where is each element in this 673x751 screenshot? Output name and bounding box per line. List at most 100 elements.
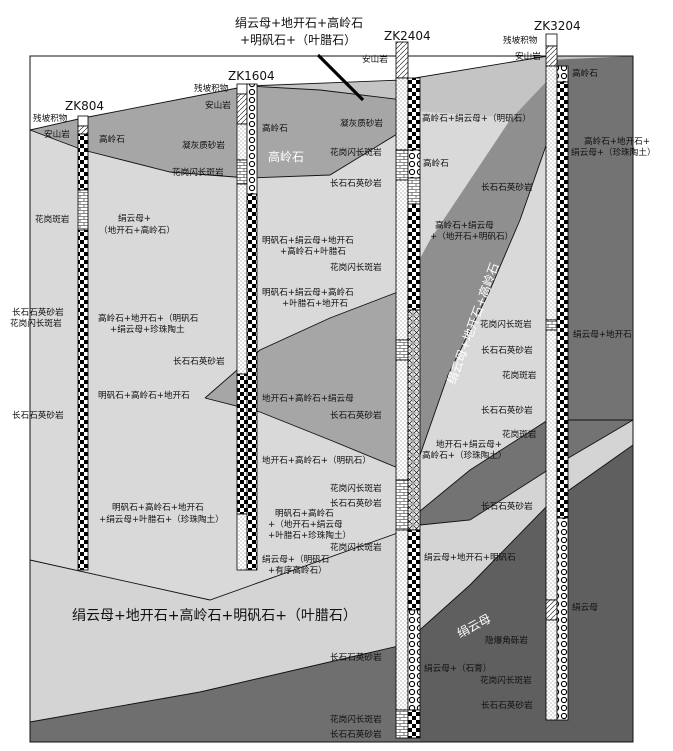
zk1604-residual: 残坡积物 <box>194 82 229 94</box>
zk2404-min5c: +叶腊石+珍珠陶土） <box>268 529 351 541</box>
zk1604-tuff: 凝灰质砂岩 <box>182 139 225 151</box>
zone-kaolinite <box>30 86 420 178</box>
borehole-zk804 <box>77 115 89 571</box>
zk1604-min1b: +高岭石+叶腊石 <box>280 245 346 257</box>
zk2404-segment-bricks3 <box>395 479 409 531</box>
zk3204-min3a: 地开石+绢云母+ <box>436 438 502 450</box>
zk804-residual: 残坡积物 <box>33 112 68 124</box>
zk2404-col2-crosses <box>407 309 421 531</box>
zk3204-qz-ss4: 长石石英砂岩 <box>481 500 533 512</box>
zk3204-segment-andesite <box>545 45 558 67</box>
zk2404-segment-bricks1 <box>395 149 409 181</box>
zk3204-granite: 花岗斑岩 <box>502 369 537 381</box>
zk2404-segment-bricks2 <box>395 339 409 361</box>
zk2404-min6b: +有序高岭石） <box>268 564 327 576</box>
zk2404-min6a: 绢云母+（明矾石 <box>262 553 330 565</box>
zk2404-granodiorite: 花岗闪长斑岩 <box>330 146 382 158</box>
zk3204-granodiorite2: 花岗闪长斑岩 <box>480 674 532 686</box>
zk2404-col2-checker2 <box>407 203 421 311</box>
zk804-label: ZK804 <box>65 99 104 113</box>
zk2404-segment-dots3 <box>395 359 409 481</box>
zone-sericite <box>30 440 633 742</box>
zk1604-andesite: 安山岩 <box>205 99 231 111</box>
zk804-segment-checker1 <box>77 133 89 191</box>
zk1604-wedge: 明矾石+高岭石+地开石 <box>98 389 190 401</box>
zk2404-col2-bricks <box>407 177 421 205</box>
zk3204-segment-dots2 <box>545 329 558 601</box>
zk3204-qz-ss3: 长石石英砂岩 <box>481 404 533 416</box>
zk3204-granite2: 花岗斑岩 <box>502 428 537 440</box>
zk2404-granodiorite2: 花岗闪长斑岩 <box>330 261 382 273</box>
zk1604-min3b: +绢云母+叶腊石+（珍珠陶土） <box>99 513 224 525</box>
zk1604-col2-checker <box>246 193 258 571</box>
zk2404-min5b: +（地开石+绢云母 <box>268 518 343 530</box>
zk3204-col2-checker <box>556 81 569 519</box>
zk804-qz-ss: 长石石英砂岩 <box>12 306 64 318</box>
zk3204-qz-ss: 长石石英砂岩 <box>481 181 533 193</box>
zone-bottom-band <box>30 645 420 742</box>
zk1604-segment-bricks <box>236 159 248 185</box>
zk2404-segment-dots2 <box>395 179 409 341</box>
zk1604-qz-ss: 长石石英砂岩 <box>173 355 225 367</box>
zk2404-qz-ss2: 长石石英砂岩 <box>330 409 382 421</box>
zk1604-col2-circles <box>246 83 258 195</box>
zk3204-min3b: 高岭石+（珍珠陶土） <box>422 449 507 461</box>
zk2404-min3: 地开石+高岭石+绢云母 <box>262 392 354 404</box>
zk3204-qz-ss2: 长石石英砂岩 <box>481 344 533 356</box>
zk1604-kaolinite: 高岭石 <box>262 122 288 134</box>
zk2404-col2-circles <box>407 149 421 179</box>
zk2404-min2b: +（地开石+明矾石） <box>430 230 513 242</box>
zk804-segment-checker2 <box>77 229 89 571</box>
borehole-zk3204 <box>545 33 569 721</box>
zk804-kaolinite: 高岭石 <box>99 133 125 145</box>
zk804-andesite: 安山岩 <box>44 128 70 140</box>
zk2404-segment-dots4 <box>395 529 409 711</box>
zk3204-kaolinite: 高岭石 <box>572 67 598 79</box>
zone-label-kaolinite: 高岭石 <box>268 149 304 164</box>
zk804-segment-bricks <box>77 189 89 231</box>
zk3204-qz-ss5: 长石石英砂岩 <box>481 699 533 711</box>
zk3204-granodiorite: 花岗闪长斑岩 <box>480 318 532 330</box>
zk3204-segment-hatch <box>545 599 558 621</box>
zk2404-tuff: 凝灰质砂岩 <box>340 117 383 129</box>
zk3204-breccia: 隐爆角砾岩 <box>485 634 528 646</box>
zk2404-col2-circles2 <box>407 609 421 711</box>
zk2404-segment-bricks4 <box>395 709 409 739</box>
zk2404-col2-checker4 <box>407 709 421 739</box>
zk804-min1b: （地开石+高岭石） <box>99 224 175 236</box>
zk3204-andesite: 安山岩 <box>515 50 541 62</box>
zk804-min2b: +绢云母+珍珠陶土 <box>110 323 185 335</box>
zk3204-col2-circles <box>556 65 569 83</box>
zk804-min2a: 高岭石+地开石+（明矾石 <box>98 312 199 324</box>
zones <box>30 56 633 742</box>
zk2404-segment-andesite <box>395 41 409 79</box>
callout-line1: 绢云母+地开石+高岭石 <box>235 15 363 30</box>
zk1604-segment-andesite <box>236 93 248 125</box>
zk3204-segment-bricks1 <box>545 319 558 331</box>
zk3204-label: ZK3204 <box>534 19 581 33</box>
zk3204-segment-top <box>545 33 558 47</box>
zk2404-min7: 绢云母+地开石+明矾石 <box>424 551 516 563</box>
zk1604-segment-dots2 <box>236 513 248 571</box>
zk804-qz-ss2: 长石石英砂岩 <box>12 409 64 421</box>
zk2404-segment-dots1 <box>395 77 409 151</box>
zk1604-label: ZK1604 <box>228 69 275 83</box>
zk3204-sericite: 绢云母 <box>572 601 598 613</box>
callout-line2: +明矾石+（叶腊石） <box>240 33 356 47</box>
zk1604-segment-dots <box>236 183 248 375</box>
zone-diagonal <box>403 80 548 480</box>
zk2404-label: ZK2404 <box>384 29 431 43</box>
zk3204-segment-dots3 <box>545 619 558 721</box>
zk1604-segment-checker <box>236 373 248 515</box>
zk2404-kaolinite: 高岭石 <box>423 157 449 169</box>
zk2404-qz-ss3: 长石石英砂岩 <box>330 497 382 509</box>
zk1604-min1a: 明矾石+绢云母+地开石 <box>262 234 354 246</box>
zk2404-andesite: 安山岩 <box>362 53 388 65</box>
zk2404-col2-checker1 <box>407 77 421 159</box>
zk804-segment-top <box>77 115 89 127</box>
zk3204-col2-circles2 <box>556 517 569 721</box>
frame <box>29 55 634 743</box>
zk3204-residual: 残坡积物 <box>503 34 538 46</box>
